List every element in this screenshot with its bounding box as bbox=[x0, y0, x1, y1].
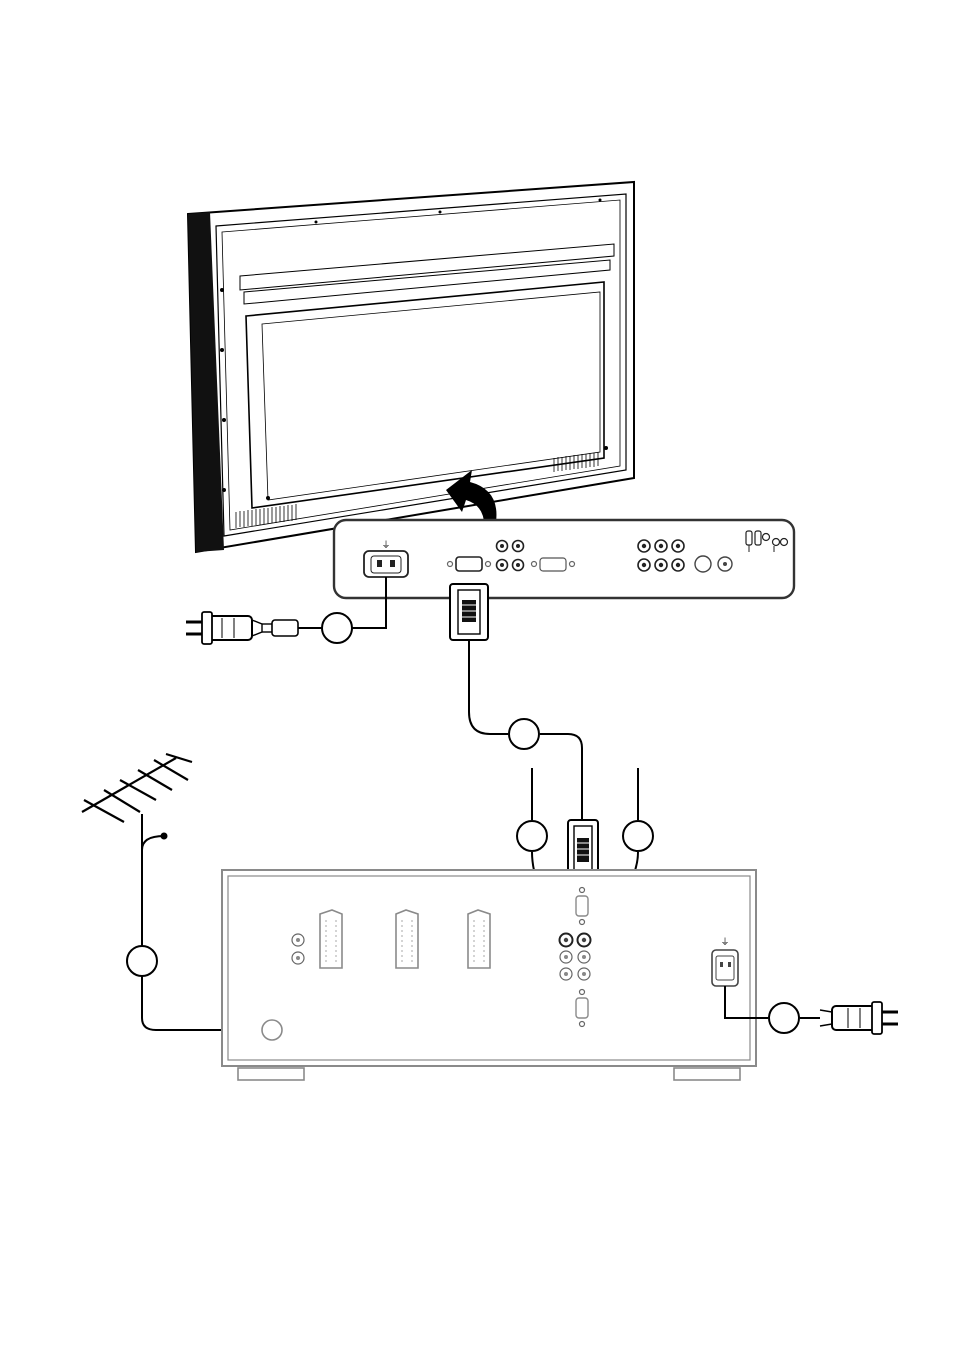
callout-box-power bbox=[769, 1003, 799, 1033]
scart-connector-2 bbox=[396, 910, 418, 968]
mains-plug-box-icon bbox=[832, 1002, 898, 1034]
ground-symbol-box: ⏚ bbox=[720, 937, 729, 948]
antenna-input-socket bbox=[262, 1020, 282, 1040]
vga-cable bbox=[469, 640, 508, 734]
callout-antenna bbox=[127, 946, 157, 976]
callout-display-power bbox=[322, 613, 352, 643]
antenna-icon bbox=[82, 754, 192, 822]
vga-plug-top bbox=[450, 584, 488, 640]
display-rear-view bbox=[188, 182, 634, 552]
receiver-box: ⏚ bbox=[222, 870, 756, 1080]
callout-right-lead bbox=[623, 821, 653, 851]
scart-connector-1 bbox=[320, 910, 342, 968]
callout-vga-link bbox=[509, 719, 539, 749]
callout-left-lead bbox=[517, 821, 547, 851]
vga-cable-lower bbox=[540, 734, 582, 820]
ground-symbol: ⏚ bbox=[381, 540, 390, 551]
display-connector-panel: ⏚ bbox=[334, 520, 794, 598]
mains-plug-display-icon bbox=[186, 612, 252, 644]
scart-connector-3 bbox=[468, 910, 490, 968]
